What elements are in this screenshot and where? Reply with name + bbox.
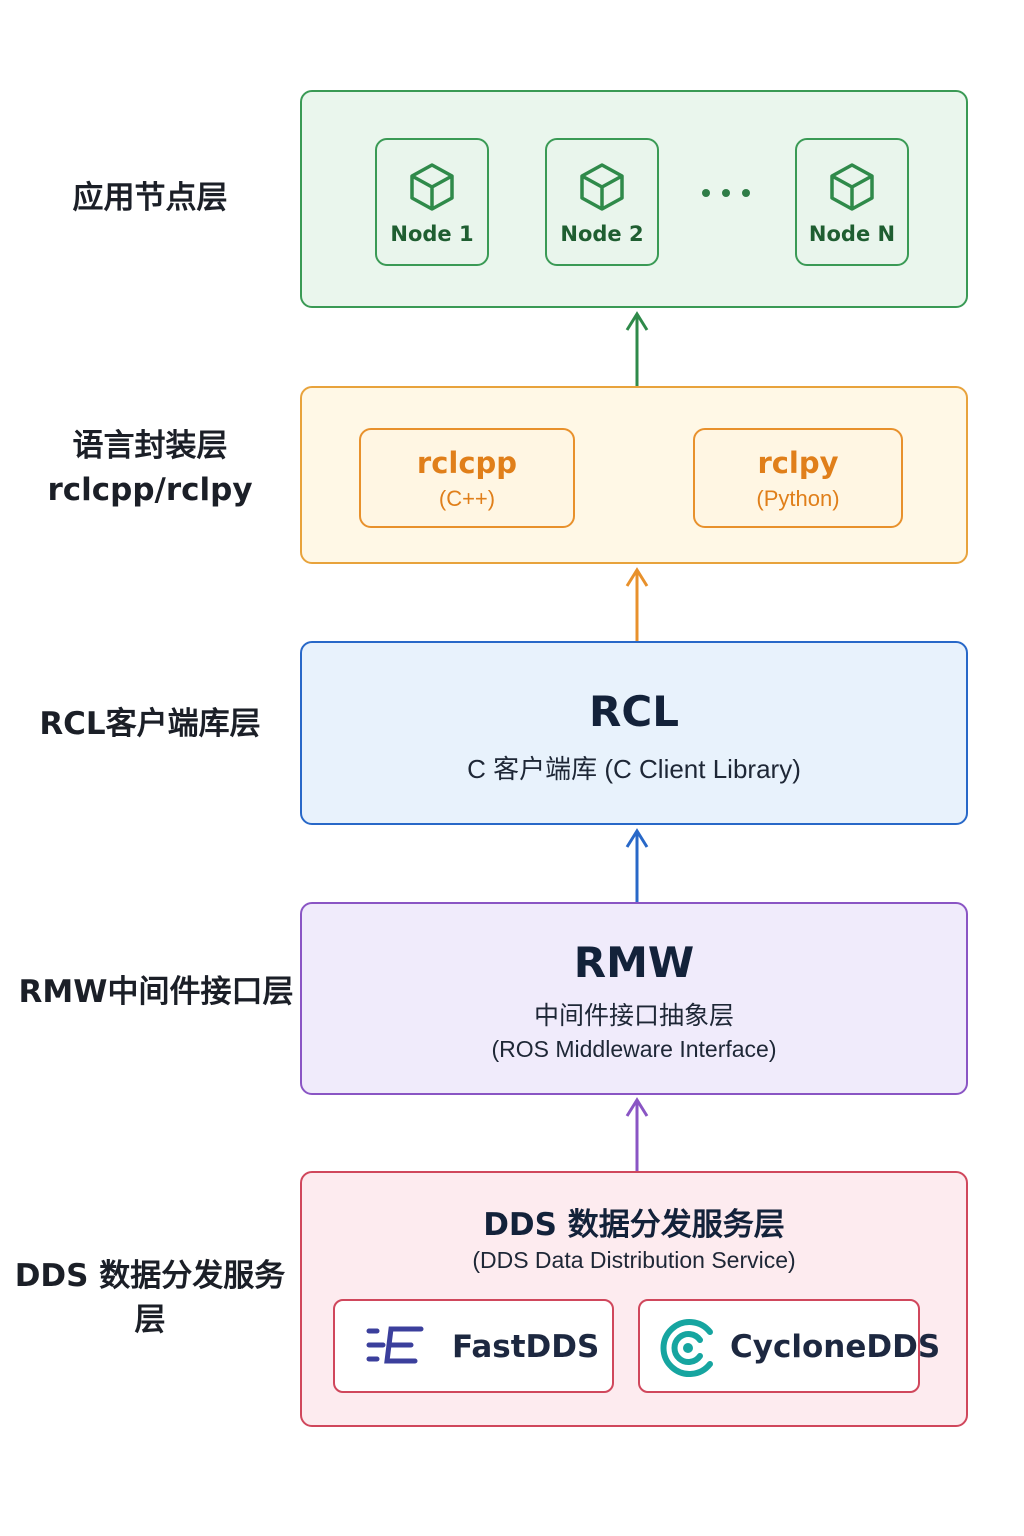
- node-1-box: Node 1: [375, 138, 489, 266]
- rclpy-title: rclpy: [757, 446, 839, 480]
- rcl-layer-box: RCL C 客户端库 (C Client Library): [300, 641, 968, 825]
- rmw-subtitle-line1: 中间件接口抽象层: [533, 1002, 734, 1030]
- cyclonedds-name: CycloneDDS: [730, 1329, 941, 1365]
- arrow-up-icon: [625, 828, 649, 903]
- rcl-layer-label: RCL客户端库层: [39, 706, 261, 742]
- fastdds-name: FastDDS: [452, 1329, 600, 1365]
- dds-layer-label: DDS 数据分发服务层: [14, 1258, 286, 1338]
- wrapper-layer-label: 语言封装层 rclcpp/rclpy: [0, 424, 300, 512]
- rmw-layer-label: RMW中间件接口层: [18, 974, 294, 1010]
- wrapper-layer-label-line1: 语言封装层: [72, 428, 228, 464]
- node-2-box: Node 2: [545, 138, 659, 266]
- cube-icon: [580, 163, 624, 211]
- dds-layer-box: DDS 数据分发服务层 (DDS Data Distribution Servi…: [300, 1171, 968, 1427]
- node-n-box: Node N: [795, 138, 909, 266]
- rcl-title: RCL: [589, 687, 679, 736]
- rclcpp-title: rclcpp: [416, 446, 518, 480]
- wrapper-layer-box: rclcpp (C++) rclpy (Python): [300, 386, 968, 564]
- rmw-subtitle-line2: (ROS Middleware Interface): [491, 1036, 777, 1062]
- arrow-up-icon: [625, 1097, 649, 1172]
- cube-icon: [410, 163, 454, 211]
- app-layer-box: Node 1 Node 2 Node N: [300, 90, 968, 308]
- ellipsis-icon: [702, 184, 754, 204]
- node-label: Node 2: [560, 222, 644, 246]
- cyclonedds-logo-icon: [660, 1319, 713, 1377]
- fastdds-logo-icon: [366, 1326, 424, 1364]
- arrow-up-icon: [625, 311, 649, 388]
- rclcpp-subtitle: (C++): [438, 486, 496, 511]
- cyclonedds-box: CycloneDDS: [638, 1299, 940, 1393]
- dds-title: DDS 数据分发服务层: [483, 1207, 785, 1243]
- arrow-up-icon: [625, 567, 649, 642]
- node-label: Node 1: [390, 222, 474, 246]
- rclcpp-box: rclcpp (C++): [359, 428, 575, 528]
- dds-subtitle: (DDS Data Distribution Service): [472, 1247, 796, 1273]
- rmw-layer-box: RMW 中间件接口抽象层 (ROS Middleware Interface): [300, 902, 968, 1095]
- rclpy-box: rclpy (Python): [693, 428, 903, 528]
- rclpy-subtitle: (Python): [756, 486, 840, 511]
- rmw-title: RMW: [573, 938, 695, 987]
- node-label: Node N: [808, 222, 896, 246]
- fastdds-box: FastDDS: [333, 1299, 614, 1393]
- wrapper-layer-label-line2: rclcpp/rclpy: [47, 472, 253, 508]
- app-layer-label: 应用节点层: [72, 180, 228, 216]
- rcl-subtitle: C 客户端库 (C Client Library): [467, 754, 801, 784]
- cube-icon: [830, 163, 874, 211]
